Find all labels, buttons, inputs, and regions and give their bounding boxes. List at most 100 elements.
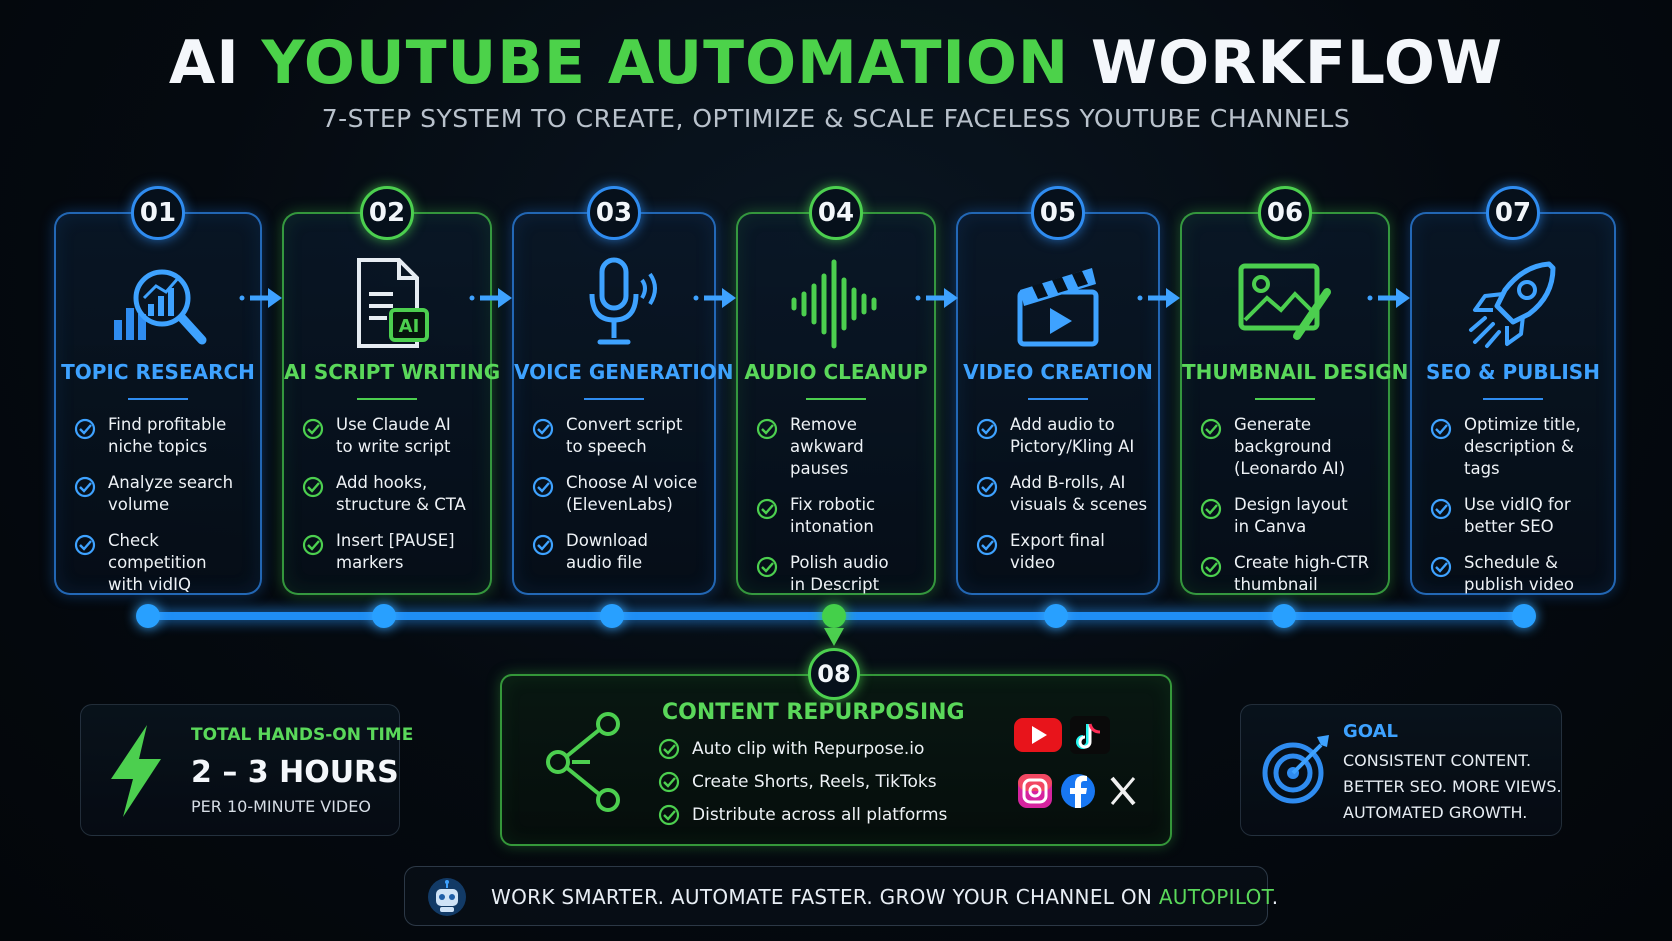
total-time-panel: TOTAL HANDS-ON TIME 2 – 3 HOURS PER 10-M… [80,704,413,836]
social-platforms [1014,716,1136,808]
time-label: TOTAL HANDS-ON TIME [191,725,414,745]
step-divider [584,398,644,400]
step-divider [1483,398,1543,400]
timeline-node [1272,604,1296,628]
tiktok-icon [1070,716,1110,754]
step-number-badge: 01 [131,186,185,240]
goal-label: GOAL [1343,721,1398,742]
step-title: VIDEO CREATION [963,360,1153,384]
target-icon [1262,735,1329,804]
flow-arrow-icon [1137,288,1180,308]
step-item: Choose AI voice(ElevenLabs) [532,472,706,516]
ai-document-icon: AI [357,258,429,348]
time-note: PER 10-MINUTE VIDEO [191,797,371,816]
step-divider [806,398,866,400]
step-divider [1255,398,1315,400]
robot-icon [428,878,466,916]
check-icon [1200,418,1222,440]
image-pencil-icon [1238,263,1331,340]
check-icon [302,534,324,556]
step-item: Insert [PAUSE]markers [302,530,482,574]
flow-arrow-icon [915,288,958,308]
check-icon [532,534,554,556]
check-icon [74,418,96,440]
footer-banner: WORK SMARTER. AUTOMATE FASTER. GROW YOUR… [404,866,1278,926]
check-icon [976,534,998,556]
check-icon [976,418,998,440]
repurposing-item: Distribute across all platforms [658,804,947,826]
footer-text: WORK SMARTER. AUTOMATE FASTER. GROW YOUR… [491,885,1279,909]
down-arrow-icon [824,628,844,646]
check-icon [302,418,324,440]
goal-line: AUTOMATED GROWTH. [1343,803,1528,822]
timeline-node [136,604,160,628]
flow-arrow-icon [469,288,512,308]
check-icon [756,498,778,520]
step-divider [1028,398,1088,400]
step-title: TOPIC RESEARCH [61,360,255,384]
check-icon [532,418,554,440]
timeline-node [822,604,846,628]
repurposing-number-badge: 08 [808,648,860,700]
check-icon [302,476,324,498]
lightning-bolt-icon [111,725,161,817]
step-item: Schedule &publish video [1430,552,1606,596]
youtube-icon [1014,718,1062,752]
step-number-badge: 06 [1258,186,1312,240]
repurposing-item: Create Shorts, Reels, TikToks [658,771,947,793]
timeline-node [1512,604,1536,628]
repurposing-title: CONTENT REPURPOSING [662,700,965,725]
step-number-badge: 04 [809,186,863,240]
page-title: AI YOUTUBE AUTOMATION WORKFLOW [168,28,1504,98]
analytics-magnifier-icon [114,269,207,345]
rocket-icon [1469,261,1556,348]
x-icon [1110,776,1136,806]
step-item: Optimize title,description & tags [1430,414,1606,480]
check-icon [1430,556,1452,578]
timeline-node [600,604,624,628]
check-icon [658,771,680,793]
flow-arrow-icon [693,288,736,308]
goal-panel: GOAL CONSISTENT CONTENT. BETTER SEO. MOR… [1240,704,1562,836]
step-title: AI SCRIPT WRITING [284,360,501,384]
time-value: 2 – 3 HOURS [191,755,399,790]
step-title: VOICE GENERATION [514,360,734,384]
check-icon [1430,418,1452,440]
share-icon [546,712,620,812]
instagram-icon [1018,774,1052,808]
microphone-icon [589,257,657,345]
step-title: SEO & PUBLISH [1426,360,1600,384]
step-title: THUMBNAIL DESIGN [1182,360,1409,384]
timeline-node [372,604,396,628]
check-icon [658,804,680,826]
check-icon [756,556,778,578]
step-card-seo-publish: 07 SEO & PUBLISH Optimize title,descript… [1410,186,1616,596]
check-icon [658,738,680,760]
check-icon [74,534,96,556]
svg-text:AI: AI [399,316,420,337]
flow-arrow-icon [1367,288,1410,308]
page-subtitle: 7-STEP SYSTEM TO CREATE, OPTIMIZE & SCAL… [321,104,1351,133]
step-item: Generate background(Leonardo AI) [1200,414,1380,480]
check-icon [1430,498,1452,520]
step-number-badge: 02 [360,186,414,240]
step-item: Add hooks,structure & CTA [302,472,482,516]
step-title: AUDIO CLEANUP [744,360,928,384]
clapperboard-icon [1017,268,1099,347]
check-icon [976,476,998,498]
check-icon [74,476,96,498]
step-divider [357,398,417,400]
